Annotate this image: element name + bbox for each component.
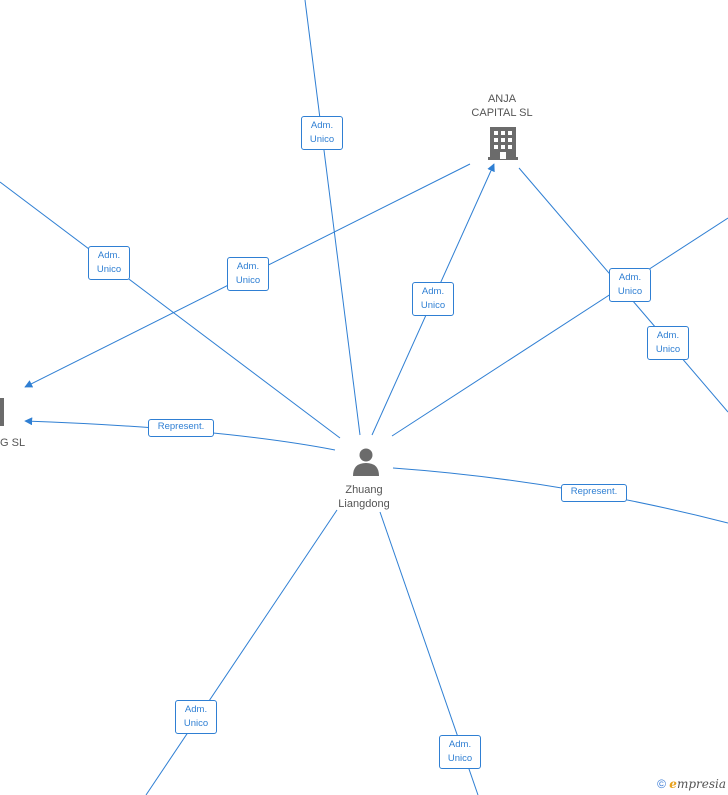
person-label[interactable]: Zhuang Liangdong [338,484,390,510]
edge-label-bottom-left: Adm. Unico [175,700,217,734]
brand-name: mpresia [676,777,726,791]
edge-label-bottom: Adm. Unico [439,735,481,769]
edge-label-right-b: Adm. Unico [647,326,689,360]
company-label-left[interactable]: G SL [0,437,26,449]
company-label-anja[interactable]: ANJA CAPITAL SL [471,93,533,119]
edge-bottom-left [145,509,338,795]
edge-upper-left [0,181,341,439]
building-icon [488,127,518,160]
edge-center-right [391,217,728,437]
edge-label-right-a: Adm. Unico [609,268,651,302]
edge-represent-right [392,467,728,524]
person-icon [353,448,379,476]
copyright-icon: © [657,777,666,791]
brand-logo-e: e [669,777,677,791]
edge-label-upper-left: Adm. Unico [88,246,130,280]
edge-label-represent-left: Represent. [148,419,214,437]
building-icon-left [0,398,4,426]
edge-top [304,0,361,436]
edge-label-top: Adm. Unico [301,116,343,150]
footer-brand[interactable]: © empresia [657,777,726,791]
edge-label-anja: Adm. Unico [412,282,454,316]
edge-label-represent-right: Represent. [561,484,627,502]
edge-label-mid-left: Adm. Unico [227,257,269,291]
